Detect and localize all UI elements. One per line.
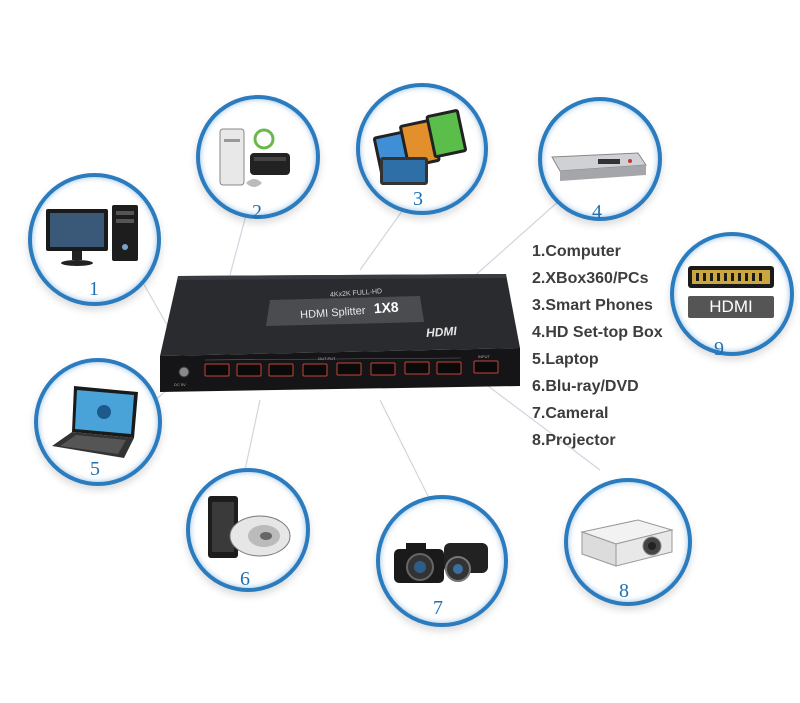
dc-label: DC 5V bbox=[174, 382, 186, 387]
device-circle-smart-phones bbox=[356, 83, 488, 215]
hdmi-cable-icon bbox=[688, 266, 774, 318]
device-circle-projector bbox=[564, 478, 692, 606]
device-number-7: 7 bbox=[433, 597, 443, 619]
computer-icon bbox=[46, 205, 138, 266]
laptop-icon bbox=[52, 386, 138, 458]
device-number-8: 8 bbox=[619, 580, 629, 602]
input-label: INPUT bbox=[478, 354, 490, 359]
hdmi-label: HDMI bbox=[709, 297, 753, 316]
legend-item: 8.Projector bbox=[532, 432, 616, 449]
legend-item: 1.Computer bbox=[532, 243, 621, 260]
device-circle-camera bbox=[376, 495, 508, 627]
port-group-label: OUT PUT bbox=[318, 356, 336, 361]
device-number-1: 1 bbox=[89, 278, 99, 300]
legend-item: 6.Blu-ray/DVD bbox=[532, 378, 639, 395]
set-top-box-icon bbox=[551, 152, 647, 181]
bluray-dvd-icon bbox=[208, 496, 291, 558]
device-number-3: 3 bbox=[413, 188, 423, 210]
legend-item: 5.Laptop bbox=[532, 351, 599, 368]
camera-icon bbox=[394, 543, 488, 583]
legend-item: 3.Smart Phones bbox=[532, 297, 653, 314]
device-number-6: 6 bbox=[240, 568, 250, 590]
device-number-5: 5 bbox=[90, 458, 100, 480]
device-circle-hdmi-cable: HDMI bbox=[670, 232, 794, 356]
projector-icon bbox=[580, 519, 674, 567]
game-console-icon bbox=[219, 128, 290, 187]
device-number-4: 4 bbox=[592, 201, 602, 223]
device-legend: 1.Computer 2.XBox360/PCs 3.Smart Phones … bbox=[532, 238, 663, 454]
splitter-model: 1X8 bbox=[373, 298, 400, 317]
legend-item: 4.HD Set-top Box bbox=[532, 324, 663, 341]
device-circle-game-console bbox=[196, 95, 320, 219]
legend-item: 7.Cameral bbox=[532, 405, 609, 422]
smart-phones-icon bbox=[372, 109, 467, 185]
legend-item: 2.XBox360/PCs bbox=[532, 270, 649, 287]
device-number-2: 2 bbox=[252, 201, 262, 223]
splitter-title-text: HDMI Splitter bbox=[299, 304, 366, 322]
device-circle-computer bbox=[28, 173, 161, 306]
device-circle-laptop bbox=[34, 358, 162, 486]
hdmi-brand-logo: HDMI bbox=[425, 323, 458, 341]
device-circle-bluray-dvd bbox=[186, 468, 310, 592]
device-circle-set-top-box bbox=[538, 97, 662, 221]
device-number-9: 9 bbox=[714, 338, 724, 360]
